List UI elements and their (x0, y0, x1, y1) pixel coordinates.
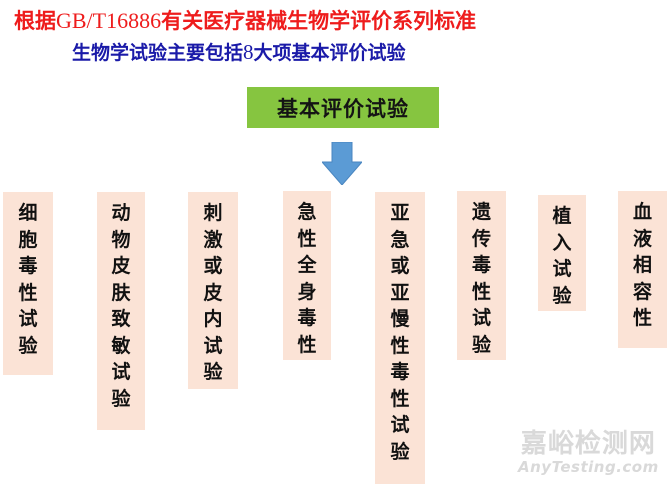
standard-code: GB/T16886 (56, 8, 162, 33)
test-label-char: 毒 (471, 254, 491, 276)
test-node-implantation: 植入试验 (538, 195, 586, 311)
test-node-subchronic-toxicity: 亚急或亚慢性毒性试验 (375, 192, 425, 484)
test-label-char: 慢 (390, 308, 410, 330)
test-label-char: 验 (111, 387, 131, 410)
test-label-char: 或 (390, 255, 410, 277)
test-label-char: 动 (111, 202, 131, 224)
test-label-char: 急 (390, 228, 410, 251)
test-label-char: 敏 (111, 334, 131, 357)
test-node-irritation: 刺激或皮内试验 (188, 192, 238, 389)
watermark-cn: 嘉峪检测网 (520, 429, 656, 459)
test-label-char: 性 (297, 333, 317, 356)
test-label-char: 急 (297, 201, 317, 223)
test-label-char: 相 (632, 254, 652, 276)
test-label-char: 验 (18, 334, 38, 357)
test-label-char: 性 (390, 334, 410, 357)
test-node-genotoxicity: 遗传毒性试验 (457, 191, 506, 360)
test-label-char: 皮 (111, 255, 131, 277)
test-label-char: 激 (203, 228, 223, 251)
test-node-hemocompatibility: 血液相容性 (618, 191, 667, 348)
test-label-char: 肤 (111, 281, 131, 304)
test-label-char: 毒 (390, 361, 410, 383)
down-arrow-icon (322, 142, 362, 185)
test-label-char: 试 (203, 334, 223, 357)
test-label-char: 入 (552, 231, 572, 254)
test-node-acute-systemic-toxicity: 急性全身毒性 (283, 191, 331, 360)
test-label-char: 全 (297, 254, 317, 276)
test-label-char: 毒 (297, 307, 317, 329)
test-label-char: 容 (632, 280, 652, 303)
test-label-char: 植 (552, 205, 572, 227)
test-label-char: 或 (203, 255, 223, 277)
test-label-char: 验 (471, 333, 491, 356)
test-label-char: 身 (297, 280, 317, 303)
test-label-char: 内 (203, 308, 223, 330)
test-label-char: 验 (552, 284, 572, 307)
main-title: 根据GB/T16886有关医疗器械生物学评价系列标准 (14, 6, 671, 36)
test-label-char: 验 (203, 361, 223, 383)
test-label-char: 皮 (203, 281, 223, 304)
title-suffix: 有关医疗器械生物学评价系列标准 (161, 9, 477, 33)
test-label-char: 细 (18, 202, 38, 224)
test-label-char: 验 (390, 440, 410, 463)
watermark: 嘉峪检测网 AnyTesting.com (518, 430, 659, 476)
root-node: 基本评价试验 (247, 87, 439, 128)
root-label: 基本评价试验 (277, 96, 409, 121)
test-node-skin-sensitization: 动物皮肤致敏试验 (97, 192, 145, 430)
subtitle-suffix: 大项基本评价试验 (253, 42, 406, 64)
test-label-char: 试 (471, 307, 491, 329)
watermark-en: AnyTesting.com (518, 458, 659, 476)
test-label-char: 刺 (203, 202, 223, 224)
test-label-char: 物 (111, 228, 131, 251)
test-label-char: 液 (632, 227, 652, 250)
test-label-char: 传 (471, 227, 491, 250)
test-label-char: 试 (390, 414, 410, 436)
test-label-char: 试 (18, 308, 38, 330)
subtitle-number: 8 (243, 40, 254, 64)
test-label-char: 性 (297, 227, 317, 250)
test-label-char: 亚 (390, 202, 410, 224)
subtitle: 生物学试验主要包括8大项基本评价试验 (72, 38, 406, 67)
test-label-char: 遗 (471, 201, 491, 223)
test-label-char: 致 (111, 308, 131, 330)
test-label-char: 试 (111, 361, 131, 383)
test-label-char: 血 (632, 201, 652, 223)
test-label-char: 性 (18, 281, 38, 304)
test-label-char: 毒 (18, 255, 38, 277)
test-label-char: 胞 (18, 228, 38, 251)
test-label-char: 性 (390, 387, 410, 410)
test-label-char: 亚 (390, 281, 410, 304)
test-label-char: 性 (471, 280, 491, 303)
test-label-char: 性 (632, 307, 652, 329)
subtitle-prefix: 生物学试验主要包括 (72, 42, 244, 64)
test-label-char: 试 (552, 258, 572, 280)
test-node-cytotoxicity: 细胞毒性试验 (3, 192, 53, 375)
title-prefix: 根据 (14, 9, 56, 33)
